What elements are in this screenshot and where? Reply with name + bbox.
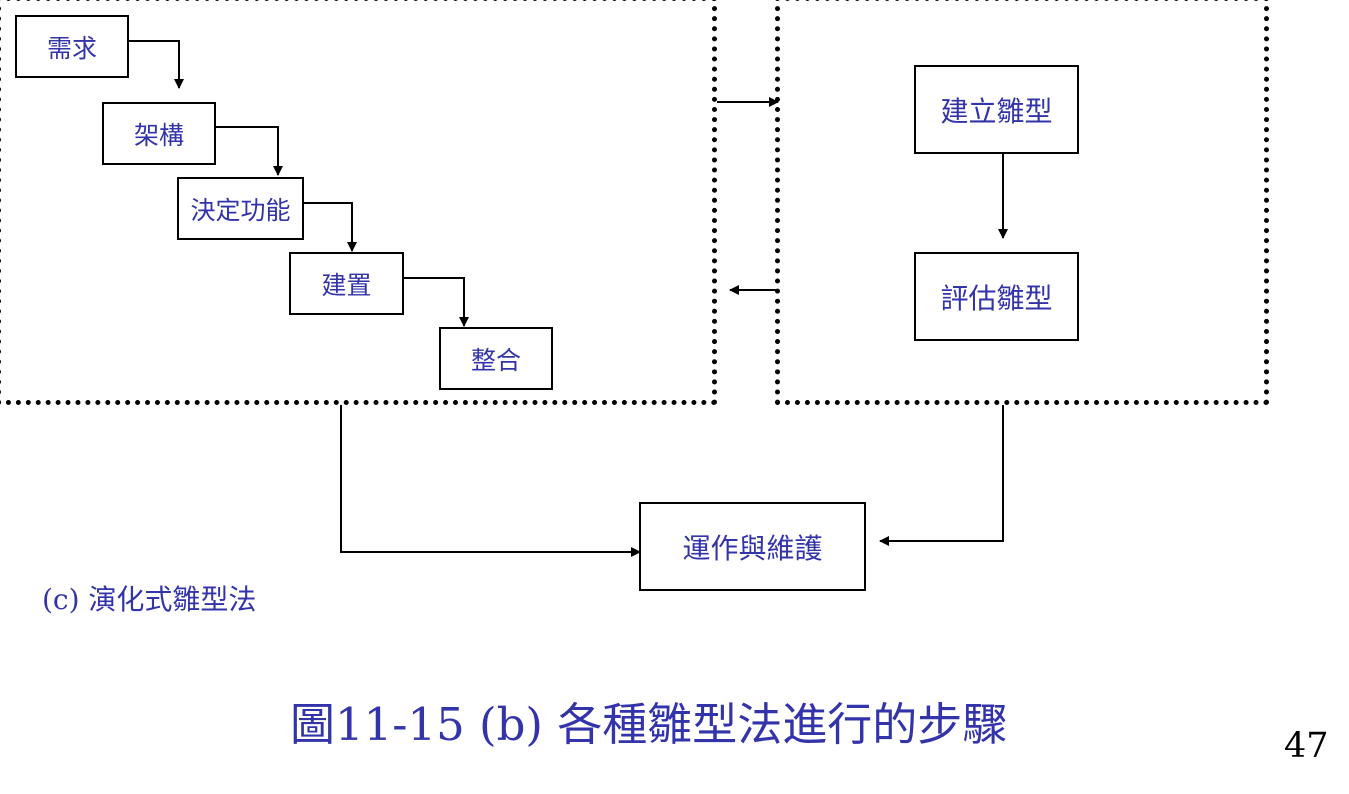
step-label: 決定功能 — [190, 195, 291, 225]
prototype-frame — [775, 0, 1269, 405]
arrow-left-frame-to-operation — [340, 405, 641, 557]
step-integrate: 整合 — [439, 327, 553, 390]
step-build: 建置 — [289, 252, 404, 315]
step-architecture: 架構 — [102, 102, 216, 165]
step-decide-functions: 決定功能 — [177, 177, 304, 240]
build-prototype-box: 建立雛型 — [914, 65, 1079, 154]
operation-maintenance-box: 運作與維護 — [639, 502, 866, 591]
subcaption: (c) 演化式雛型法 — [42, 583, 257, 616]
evaluate-prototype-label: 評估雛型 — [940, 281, 1053, 315]
step-label: 需求 — [46, 33, 97, 63]
operation-maintenance-label: 運作與維護 — [682, 531, 823, 565]
arrow-func-to-build — [304, 202, 357, 252]
build-prototype-label: 建立雛型 — [940, 94, 1053, 128]
arrow-arch-to-func — [216, 126, 283, 176]
step-label: 架構 — [133, 120, 184, 150]
step-label: 建置 — [321, 270, 372, 300]
evaluate-prototype-box: 評估雛型 — [914, 252, 1079, 341]
figure-title: 圖11-15 (b) 各種雛型法進行的步驟 — [290, 698, 1008, 751]
page-number: 47 — [1284, 726, 1329, 766]
step-requirements: 需求 — [15, 15, 129, 78]
step-label: 整合 — [470, 345, 521, 375]
arrow-req-to-arch — [129, 40, 184, 89]
waterfall-frame — [0, 0, 717, 405]
arrow-build-to-integrate — [404, 277, 469, 327]
arrow-right-frame-to-operation — [879, 405, 1004, 546]
